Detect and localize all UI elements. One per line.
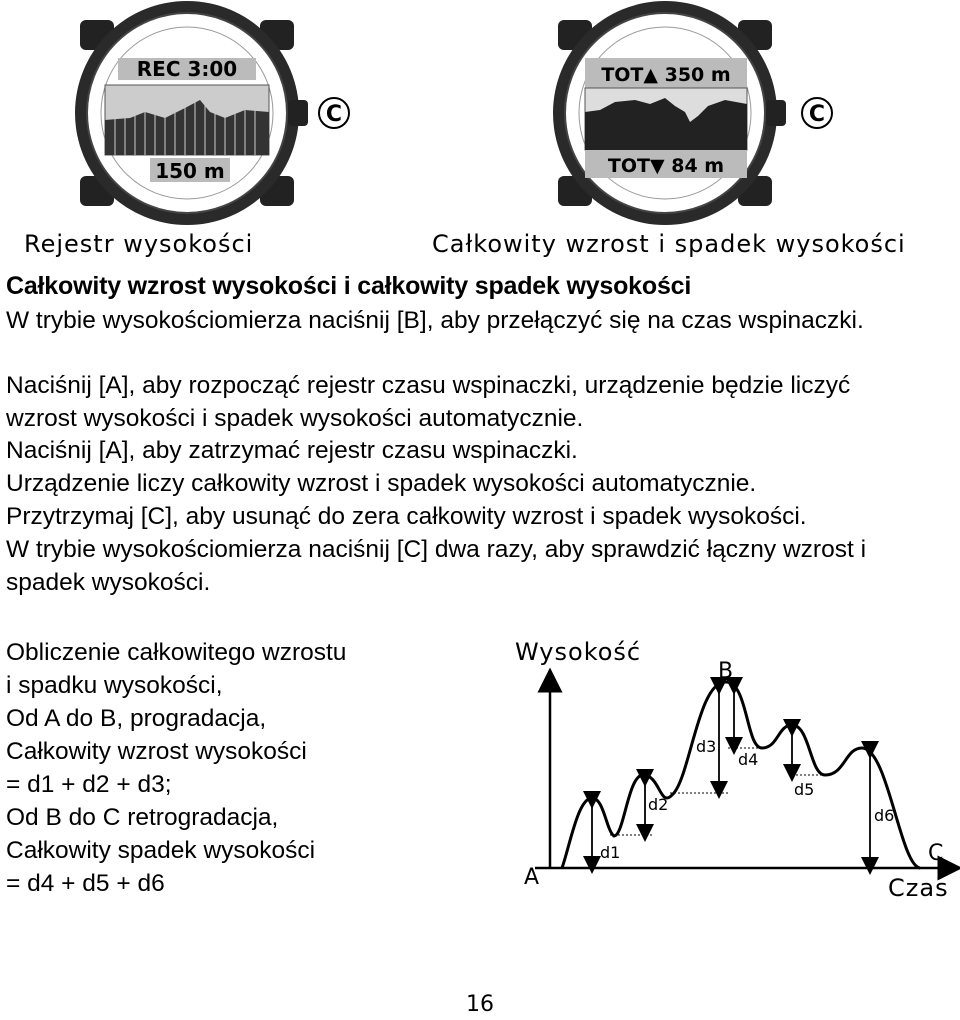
- calc-line: = d1 + d2 + d3;: [6, 771, 172, 798]
- point-c: C: [928, 841, 943, 866]
- label-d5: d5: [794, 780, 814, 799]
- label-d1: d1: [600, 843, 620, 862]
- right-watch-top-display: TOT▲ 350 m: [601, 64, 730, 86]
- calc-line: i spadku wysokości,: [6, 672, 223, 699]
- calc-line: Od B do C retrogradacja,: [6, 804, 279, 831]
- calc-line: = d4 + d5 + d6: [6, 870, 165, 897]
- left-watch-caption: Rejestr wysokości: [24, 230, 254, 258]
- calc-line: Od A do B, progradacja,: [6, 705, 267, 732]
- right-watch-caption: Całkowity wzrost i spadek wysokości: [432, 230, 906, 258]
- label-d4: d4: [738, 750, 758, 769]
- left-watch-bottom-display: 150 m: [155, 159, 225, 183]
- paragraph-4: Urządzenie liczy całkowity wzrost i spad…: [6, 470, 757, 497]
- watch-total-ascent-descent: TOT▲ 350 m TOT▼ 84 m C: [553, 1, 833, 225]
- paragraph-3: Naciśnij [A], aby zatrzymać rejestr czas…: [6, 437, 578, 464]
- left-watch-top-display: REC 3:00: [137, 57, 237, 81]
- calc-line: Obliczenie całkowitego wzrostu: [6, 639, 347, 666]
- right-watch-button-label: C: [809, 102, 825, 127]
- y-axis-label: Wysokość: [515, 638, 641, 666]
- page-number: 16: [466, 992, 494, 1017]
- paragraph-6: W trybie wysokościomierza naciśnij [C] d…: [6, 536, 867, 596]
- calc-line: Całkowity spadek wysokości: [6, 837, 316, 864]
- point-b: B: [718, 659, 733, 684]
- left-watch-button-label: C: [326, 102, 342, 127]
- section-title: Całkowity wzrost wysokości i całkowity s…: [6, 272, 692, 300]
- paragraph-1: W trybie wysokościomierza naciśnij [B], …: [6, 307, 864, 334]
- paragraph-5: Przytrzymaj [C], aby usunąć do zera całk…: [6, 503, 807, 530]
- label-d6: d6: [874, 806, 894, 825]
- calculation-text: Obliczenie całkowitego wzrostu i spadku …: [6, 636, 346, 900]
- right-watch-bottom-display: TOT▼ 84 m: [608, 155, 724, 177]
- watch-altitude-record: REC 3:00 150 m C: [75, 1, 350, 225]
- paragraph-2: Naciśnij [A], aby rozpocząć rejestr czas…: [6, 372, 851, 432]
- label-d3: d3: [696, 737, 716, 756]
- label-d2: d2: [648, 795, 668, 814]
- altitude-curve: [560, 680, 921, 870]
- point-a: A: [524, 865, 539, 890]
- calc-line: Całkowity wzrost wysokości: [6, 738, 307, 765]
- x-axis-label: Czas: [888, 874, 949, 902]
- altitude-profile-diagram: Wysokość Czas d1 d2 d3 d4 d5 d6 A B C: [515, 638, 960, 902]
